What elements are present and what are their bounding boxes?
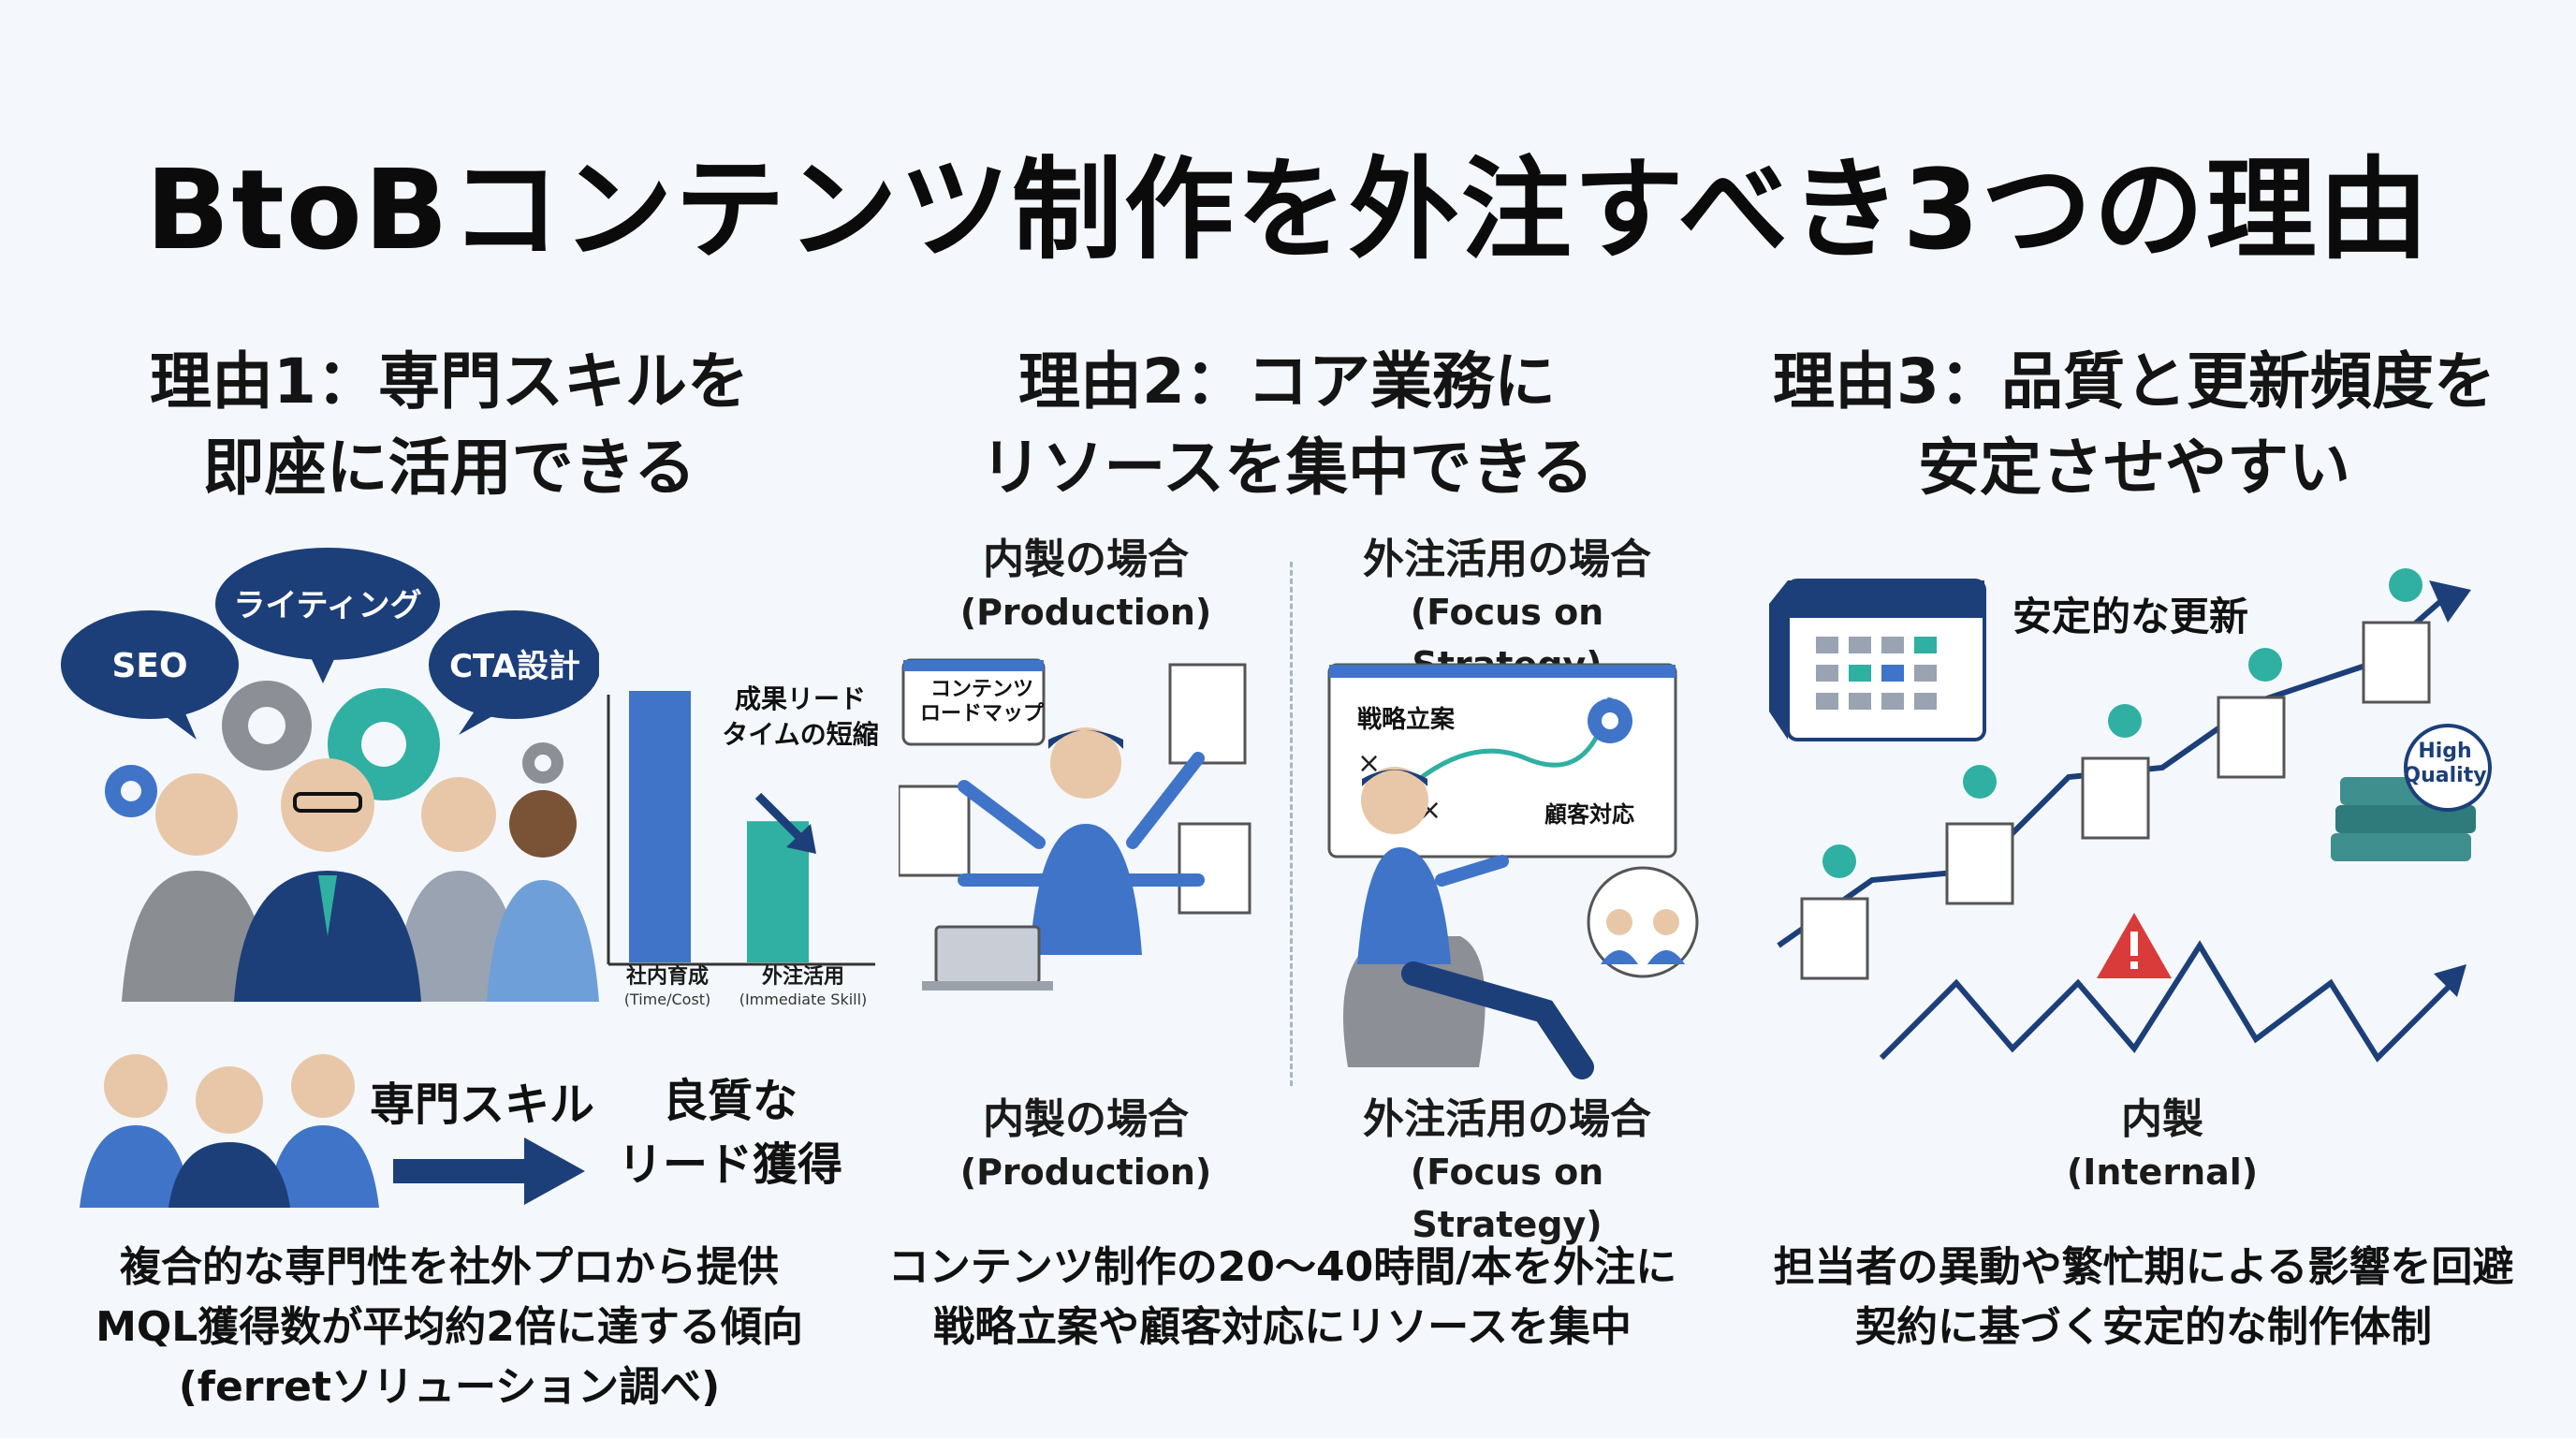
cta-bubble: CTA設計 (429, 610, 599, 735)
reason3-heading: 理由3：品質と更新頻度を 安定させやすい (1722, 339, 2546, 511)
reason3-heading-line1: 理由3：品質と更新頻度を (1773, 345, 2496, 418)
bubble-cta: CTA設計 (449, 648, 580, 685)
reason1-heading: 理由1：専門スキルを 即座に活用できる (56, 339, 842, 511)
reason2-caption-line2: 戦略立案や顧客対応にリソースを集中 (933, 1303, 1632, 1351)
content-roadmap-doc: コンテンツ ロードマップ (915, 678, 1048, 726)
reason1-caption-line2: MQL獲得数が平均約2倍に達する傾向 (95, 1303, 803, 1351)
calendar-icon (1769, 579, 1986, 741)
document-icon (1800, 621, 2431, 980)
busy-worker-illustration (899, 658, 1251, 990)
bar-sub-outsource: (Immediate Skill) (739, 990, 868, 1008)
badge-line1: High (2418, 740, 2472, 763)
inhouse-bottom-label: 内製の場合 (Production) (899, 1093, 1273, 1198)
writing-bubble: ライティング (215, 548, 440, 683)
page-title: BtoBコンテンツ制作を外注すべき3つの理由 (145, 145, 2431, 274)
reason2-heading: 理由2：コア業務に リソースを集中できる (880, 339, 1694, 511)
gear-icon (105, 765, 157, 817)
inhouse-bottom-en: (Production) (959, 1152, 1212, 1193)
bar-inhouse (629, 691, 691, 962)
unstable-trend-line (1879, 940, 2455, 1063)
bubble-writing: ライティング (233, 587, 421, 624)
team-people (122, 758, 599, 1002)
decrease-arrow (754, 792, 807, 844)
bubble-seo: SEO (111, 647, 187, 685)
inhouse-bottom-title: 内製の場合 (983, 1095, 1189, 1143)
outsource-top-title: 外注活用の場合 (1363, 536, 1651, 583)
gear-icon (522, 742, 564, 784)
outsource-bottom-en: (Focus on Strategy) (1410, 1152, 1604, 1245)
book-stack-icon (2331, 724, 2492, 861)
customer-label: 顧客対応 (1544, 801, 1634, 828)
stability-trend-illustration (1769, 568, 2492, 1063)
check-icon (1822, 568, 2422, 878)
high-quality-badge: High Quality (2403, 740, 2487, 788)
reason1-caption: 複合的な専門性を社外プロから提供 MQL獲得数が平均約2倍に達する傾向 (fer… (37, 1238, 861, 1417)
reason2-heading-line1: 理由2：コア業務に (1018, 345, 1556, 418)
roadmap-line2: ロードマップ (919, 702, 1044, 726)
lead-time-bar-chart (607, 691, 875, 966)
warning-icon (2097, 913, 2172, 978)
reason3-caption: 担当者の異動や繁忙期による影響を回避 契約に基づく安定的な制作体制 (1722, 1238, 2565, 1357)
decrease-arrowhead (786, 824, 816, 854)
inhouse-top-en: (Production) (959, 592, 1212, 633)
badge-line2: Quality (2403, 764, 2487, 787)
outsource-bottom-label: 外注活用の場合 (Focus on Strategy) (1310, 1093, 1704, 1251)
bar-label-outsource: 外注活用 (761, 965, 844, 989)
bar-chart-labels: 社内育成 (Time/Cost) 外注活用 (Immediate Skill) (607, 964, 878, 1008)
internal-en: (Internal) (2066, 1152, 2259, 1193)
chart-title-line1: 成果リード (734, 683, 866, 714)
lead-time-chart-title: 成果リード タイムの短縮 (711, 682, 889, 753)
result-line2: リード獲得 (617, 1138, 842, 1191)
reason3-caption-line2: 契約に基づく安定的な制作体制 (1855, 1303, 2432, 1351)
reason2-caption-line1: コンテンツ制作の20〜40時間/本を外注に (887, 1243, 1677, 1291)
strategy-focus-illustration: × × (1327, 663, 1699, 1079)
chart-title-line2: タイムの短縮 (722, 719, 879, 750)
reason2-heading-line2: リソースを集中できる (980, 432, 1594, 504)
reason1-caption-line1: 複合的な専門性を社外プロから提供 (120, 1243, 779, 1291)
reason1-heading-line1: 理由1：専門スキルを (150, 345, 749, 418)
comparison-divider (1290, 562, 1293, 1086)
arrow-right-icon (393, 1137, 585, 1205)
result-line1: 良質な (662, 1075, 798, 1127)
inhouse-top-label: 内製の場合 (Production) (899, 534, 1273, 638)
internal-label: 内製 (Internal) (1994, 1093, 2331, 1198)
stable-update-label: 安定的な更新 (2012, 594, 2249, 639)
specialists-group (80, 1054, 379, 1208)
reason3-heading-line2: 安定させやすい (1918, 432, 2350, 504)
outsource-bottom-title: 外注活用の場合 (1363, 1095, 1651, 1143)
bar-label-inhouse: 社内育成 (625, 965, 709, 989)
strategy-label: 戦略立案 (1357, 706, 1456, 734)
gear-icon (222, 681, 312, 770)
result-label: 良質な リード獲得 (608, 1069, 852, 1196)
reason3-caption-line1: 担当者の異動や繁忙期による影響を回避 (1773, 1243, 2514, 1291)
skill-label: 専門スキル (369, 1078, 594, 1131)
expert-team-illustration: SEO ライティング CTA設計 (61, 548, 599, 1002)
internal-title: 内製 (2121, 1095, 2203, 1143)
roadmap-line1: コンテンツ (929, 678, 1033, 701)
seo-bubble: SEO (61, 610, 239, 740)
gear-icon (1588, 698, 1632, 743)
reason1-heading-line2: 即座に活用できる (202, 432, 696, 504)
inhouse-top-title: 内製の場合 (983, 536, 1189, 583)
reason2-caption: コンテンツ制作の20〜40時間/本を外注に 戦略立案や顧客対応にリソースを集中 (861, 1238, 1704, 1357)
reason1-caption-line3: (ferretソリューション調べ) (178, 1363, 721, 1411)
bar-sub-inhouse: (Time/Cost) (623, 990, 711, 1008)
